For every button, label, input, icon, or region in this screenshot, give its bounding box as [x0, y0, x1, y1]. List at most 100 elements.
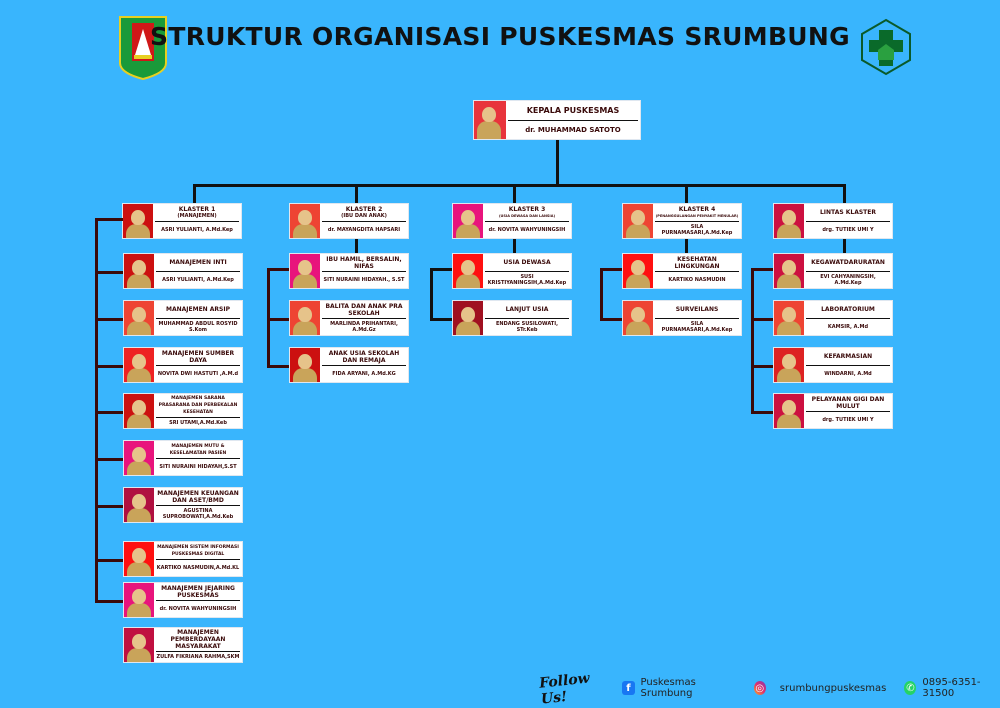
- unit-title-text: MANAJEMEN KEUANGAN DAN ASET/BMD: [157, 489, 239, 504]
- facebook-link[interactable]: Puskesmas Srumbung: [640, 677, 696, 699]
- connector-line: [95, 318, 123, 321]
- unit-card[interactable]: KEFARMASIAN WINDARNI, A.Md: [773, 347, 893, 383]
- unit-card[interactable]: BALITA DAN ANAK PRA SEKOLAH MARLINDA PRIH…: [289, 300, 409, 336]
- staff-name: dr. NOVITA WAHYUNINGSIH: [159, 605, 237, 612]
- connector-line: [194, 184, 846, 187]
- unit-card[interactable]: SURVEILANS SILA PURNAMASARI,A.Md.Kep: [622, 300, 742, 336]
- staff-photo: [124, 583, 154, 617]
- connector-line: [600, 268, 603, 320]
- connector-line: [267, 365, 289, 368]
- unit-title-text: USIA DEWASA: [503, 259, 551, 266]
- staff-name: WINDARNI, A.Md: [824, 370, 872, 377]
- whatsapp-number[interactable]: 0895-6351-31500: [922, 677, 981, 699]
- unit-title-text: BALITA DAN ANAK PRA SEKOLAH: [325, 302, 403, 317]
- unit-card[interactable]: MANAJEMEN SISTEM INFORMASI PUSKESMAS DIG…: [123, 541, 243, 577]
- staff-photo: [453, 301, 483, 335]
- staff-name: KARTIKO NASMUDIN,A.Md.KL: [156, 564, 240, 571]
- connector-line: [751, 365, 773, 368]
- unit-card[interactable]: MANAJEMEN PEMBERDAYAAN MASYARAKAT ZULFA F…: [123, 627, 243, 663]
- unit-title: KLASTER 2(IBU DAN ANAK): [322, 205, 406, 222]
- unit-title: LABORATORIUM: [806, 302, 890, 319]
- cluster-card-2[interactable]: KLASTER 2(IBU DAN ANAK)dr. MAYANGDITA HA…: [289, 203, 409, 239]
- cluster-card-4[interactable]: KLASTER 4(PENANGGULANGAN PENYAKIT MENULA…: [622, 203, 742, 239]
- unit-subtitle: (USIA DEWASA DAN LANSIA): [498, 213, 556, 218]
- unit-title-text: KEFARMASIAN: [823, 353, 873, 360]
- staff-photo: [290, 348, 320, 382]
- unit-title-text: KLASTER 4: [678, 205, 716, 213]
- unit-title: KLASTER 4(PENANGGULANGAN PENYAKIT MENULA…: [655, 205, 739, 222]
- staff-name: SITI NURAINI HIDAYAH., S.ST: [323, 276, 405, 283]
- unit-title: MANAJEMEN KEUANGAN DAN ASET/BMD: [156, 489, 240, 506]
- staff-name: SILA PURNAMASARI,A.Md.Kep: [661, 320, 733, 333]
- staff-photo: [124, 301, 154, 335]
- staff-name: drg. TUTIEK UMI Y: [822, 226, 874, 233]
- connector-line: [430, 318, 452, 321]
- facebook-icon: f: [622, 681, 635, 695]
- connector-line: [95, 218, 123, 221]
- unit-card[interactable]: ANAK USIA SEKOLAH DAN REMAJA FIDA ARYANI,…: [289, 347, 409, 383]
- unit-card[interactable]: MANAJEMEN SARANA PRASARANA DAN PERBEKALA…: [123, 393, 243, 429]
- staff-name: ZULFA FIKRIANA RAHMA,SKM: [156, 653, 240, 660]
- unit-subtitle: (IBU DAN ANAK): [341, 212, 387, 219]
- staff-photo: [453, 254, 483, 288]
- instagram-link[interactable]: srumbungpuskesmas: [779, 682, 887, 694]
- staff-photo: [290, 254, 320, 288]
- unit-title-text: MANAJEMEN SUMBER DAYA: [161, 349, 235, 364]
- unit-card[interactable]: MANAJEMEN ARSIP MUHAMMAD ABDUL ROSYID S.K…: [123, 300, 243, 336]
- unit-card[interactable]: USIA DEWASA SUSI KRISTIYANINGSIH,A.Md.Kep: [452, 253, 572, 289]
- unit-title: KEFARMASIAN: [806, 349, 890, 366]
- unit-title-text: MANAJEMEN PEMBERDAYAAN MASYARAKAT: [170, 629, 226, 650]
- unit-title-text: MANAJEMEN JEJARING PUSKESMAS: [161, 584, 235, 599]
- unit-title-text: ANAK USIA SEKOLAH DAN REMAJA: [328, 349, 400, 364]
- staff-name: SITI NURAINI HIDAYAH,S.ST: [159, 463, 237, 470]
- staff-name: SUSI KRISTIYANINGSIH,A.Md.Kep: [487, 273, 567, 286]
- unit-title-text: MANAJEMEN ARSIP: [165, 306, 230, 313]
- unit-title-text: LABORATORIUM: [821, 306, 875, 313]
- whatsapp-icon: ✆: [904, 681, 917, 695]
- staff-name: ASRI YULIANTI, A.Md.Kep: [161, 226, 233, 233]
- unit-title: KLASTER 1(MANAJEMEN): [155, 205, 239, 222]
- unit-title-text: KEPALA PUSKESMAS: [526, 106, 620, 115]
- unit-card[interactable]: MANAJEMEN JEJARING PUSKESMAS dr. NOVITA W…: [123, 582, 243, 618]
- staff-name: MARLINDA PRIHANTARI, A.Md.Gz: [330, 320, 398, 333]
- unit-title: MANAJEMEN INTI: [156, 255, 240, 272]
- page-title: STRUKTUR ORGANISASI PUSKESMAS SRUMBUNG: [150, 22, 850, 51]
- staff-photo: [774, 254, 804, 288]
- unit-title: PELAYANAN GIGI DAN MULUT: [806, 395, 890, 412]
- connector-line: [430, 268, 433, 320]
- cluster-card-3[interactable]: KLASTER 3(USIA DEWASA DAN LANSIA)dr. NOV…: [452, 203, 572, 239]
- unit-title: LINTAS KLASTER: [806, 205, 890, 222]
- staff-photo: [124, 441, 154, 475]
- unit-title-text: LANJUT USIA: [505, 306, 549, 313]
- unit-title-text: KLASTER 2: [345, 205, 383, 213]
- unit-title: USIA DEWASA: [485, 255, 569, 272]
- connector-line: [513, 184, 516, 204]
- unit-title: MANAJEMEN SUMBER DAYA: [156, 349, 240, 366]
- unit-title-text: MANAJEMEN SARANA PRASARANA DAN PERBEKALA…: [158, 396, 238, 415]
- staff-photo: [124, 394, 154, 428]
- unit-title-text: MANAJEMEN SISTEM INFORMASI PUSKESMAS DIG…: [157, 544, 239, 557]
- cluster-card-1[interactable]: KLASTER 1(MANAJEMEN) ASRI YULIANTI, A.Md.…: [122, 203, 242, 239]
- connector-line: [267, 268, 270, 367]
- unit-title-text: SURVEILANS: [675, 306, 719, 313]
- staff-photo: [123, 204, 153, 238]
- unit-title-text: KESEHATAN LINGKUNGAN: [674, 255, 720, 270]
- unit-title-text: MANAJEMEN INTI: [169, 259, 227, 266]
- staff-name: MUHAMMAD ABDUL ROSYID S.Kom: [158, 320, 238, 333]
- unit-title: MANAJEMEN PEMBERDAYAAN MASYARAKAT: [156, 629, 240, 652]
- unit-title: ANAK USIA SEKOLAH DAN REMAJA: [322, 349, 406, 366]
- staff-name: FIDA ARYANI, A.Md.KG: [332, 370, 396, 377]
- instagram-icon: ◎: [753, 681, 766, 695]
- cluster-card-5[interactable]: LINTAS KLASTER drg. TUTIEK UMI Y: [773, 203, 893, 239]
